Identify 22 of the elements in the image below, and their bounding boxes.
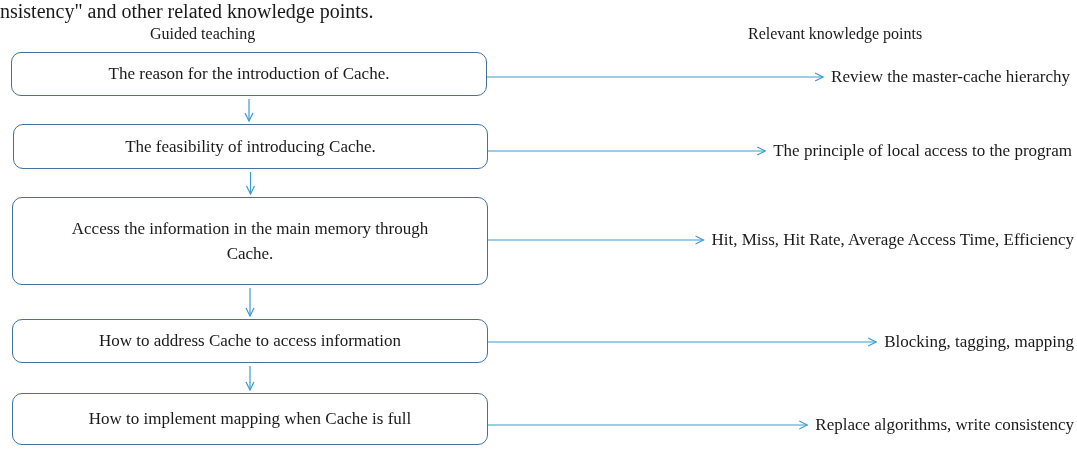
knowledge-point-text: Replace algorithms, write consistency: [815, 414, 1074, 436]
arrow: [486, 72, 824, 82]
arrow: [245, 287, 255, 317]
column-heading: Guided teaching: [150, 24, 256, 44]
knowledge-point-text: Review the master-cache hierarchy: [831, 66, 1070, 88]
arrow: [244, 98, 254, 122]
column-heading: Relevant knowledge points: [748, 24, 923, 44]
process-box: The feasibility of introducing Cache.: [13, 124, 488, 169]
knowledge-point-text: Hit, Miss, Hit Rate, Average Access Time, Efficiency: [711, 229, 1074, 251]
process-box: The reason for the introduction of Cache.: [11, 52, 487, 96]
process-box: How to implement mapping when Cache is full: [12, 393, 488, 445]
arrow: [245, 171, 256, 195]
caption-text: nsistency" and other related knowledge points.: [0, 0, 374, 22]
arrow: [487, 420, 808, 430]
arrow: [487, 337, 877, 347]
process-box: Access the information in the main memory through Cache.: [12, 197, 488, 285]
knowledge-point-text: The principle of local access to the program: [773, 140, 1072, 162]
arrow: [487, 146, 766, 156]
arrow: [487, 235, 705, 245]
arrow: [245, 365, 255, 391]
process-box: How to address Cache to access information: [12, 319, 488, 363]
knowledge-point-text: Blocking, tagging, mapping: [884, 331, 1074, 353]
